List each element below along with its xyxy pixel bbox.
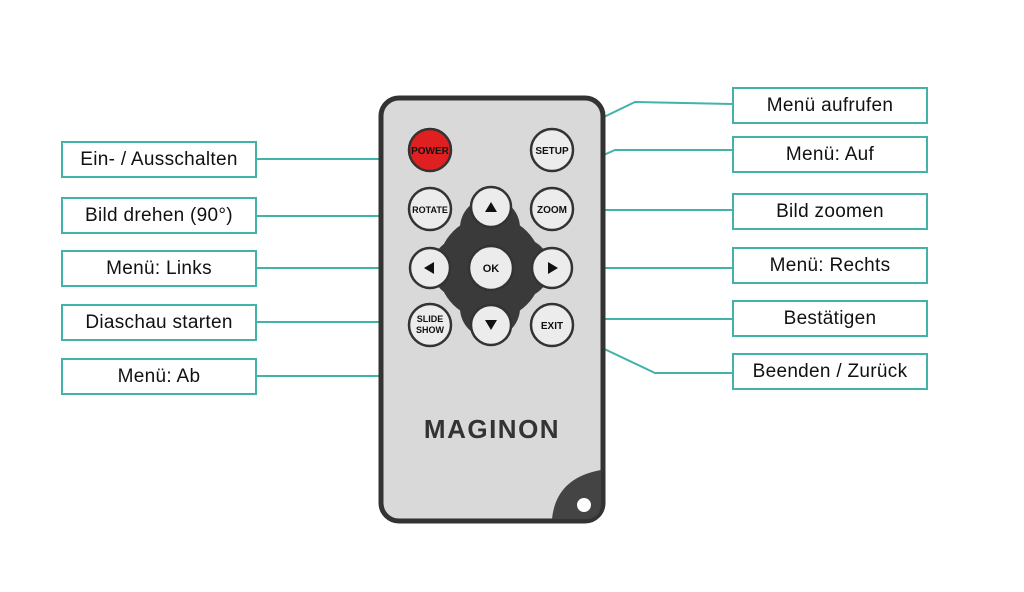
right-arrow-icon: [548, 262, 558, 274]
rotate-button-label: ROTATE: [412, 205, 448, 215]
right-button[interactable]: [530, 246, 574, 290]
slideshow-button-label-line1: SLIDE: [417, 314, 444, 324]
exit-button-label: EXIT: [541, 321, 563, 332]
label-power: Ein- / Ausschalten: [61, 141, 257, 178]
label-down: Menü: Ab: [61, 358, 257, 395]
left-button[interactable]: [408, 246, 452, 290]
label-slideshow: Diaschau starten: [61, 304, 257, 341]
ok-button-label: OK: [483, 263, 500, 275]
ok-button[interactable]: OK: [467, 244, 515, 292]
slideshow-button-label-line2: SHOW: [416, 325, 445, 335]
exit-button[interactable]: EXIT: [529, 302, 575, 348]
remote-hole: [577, 498, 591, 512]
label-up: Menü: Auf: [732, 136, 928, 173]
label-ok: Bestätigen: [732, 300, 928, 337]
down-arrow-icon: [485, 320, 497, 330]
setup-button-label: SETUP: [535, 146, 569, 157]
label-left: Menü: Links: [61, 250, 257, 287]
power-button-label: POWER: [411, 146, 450, 157]
left-arrow-icon: [424, 262, 434, 274]
setup-button[interactable]: SETUP: [529, 127, 575, 173]
label-zoom: Bild zoomen: [732, 193, 928, 230]
power-button[interactable]: POWER: [407, 127, 453, 173]
brand-logo: MAGINON: [424, 414, 560, 444]
down-button[interactable]: [469, 303, 513, 347]
up-arrow-icon: [485, 202, 497, 212]
slideshow-button[interactable]: SLIDE SHOW: [407, 302, 453, 348]
zoom-button-label: ZOOM: [537, 205, 567, 216]
up-button[interactable]: [469, 185, 513, 229]
label-exit: Beenden / Zurück: [732, 353, 928, 390]
label-setup: Menü aufrufen: [732, 87, 928, 124]
zoom-button[interactable]: ZOOM: [529, 186, 575, 232]
label-right: Menü: Rechts: [732, 247, 928, 284]
rotate-button[interactable]: ROTATE: [407, 186, 453, 232]
label-rotate: Bild drehen (90°): [61, 197, 257, 234]
